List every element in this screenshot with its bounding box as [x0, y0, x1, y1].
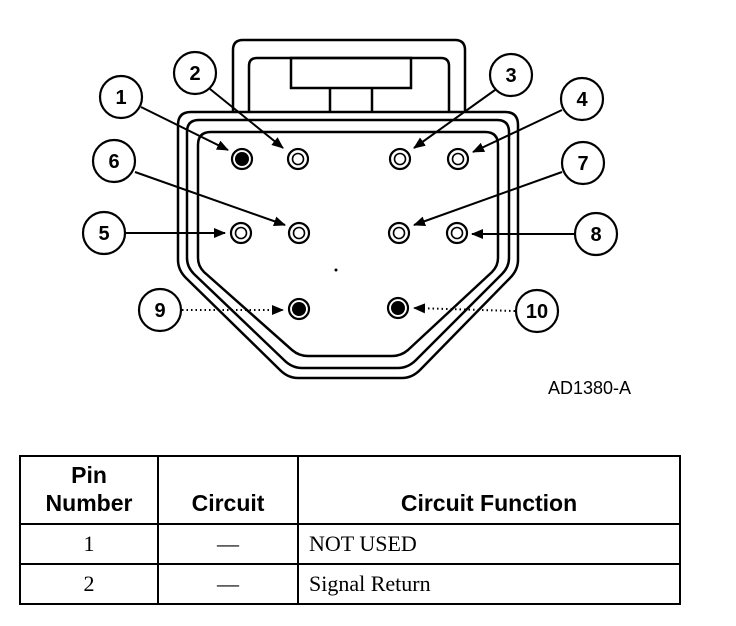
pin-cavity: [287, 297, 311, 321]
pin-cavity: [286, 147, 310, 171]
pin-callout-number: 6: [108, 151, 119, 173]
pin-callout: 10: [514, 288, 560, 334]
cell-pin: 1: [19, 523, 159, 565]
pin-callouts: 1 2 3 4 5 6 7 8 9 10: [81, 50, 619, 334]
pin-cavity: [230, 147, 254, 171]
figure-id: AD1380-A: [548, 378, 632, 398]
pin-callout-number: 5: [98, 223, 109, 245]
callout-arrow: [413, 171, 563, 226]
callout-arrow: [134, 171, 286, 227]
pin-table: Pin Number Circuit Circuit Function 1 — …: [19, 455, 681, 605]
connector-diagram: 1 2 3 4 5 6 7 8 9 10: [81, 38, 619, 380]
pin-cavities: [229, 147, 470, 321]
pin-cavity: [229, 221, 253, 245]
header-circuit: Circuit: [157, 455, 299, 525]
pin-callout-number: 2: [189, 63, 200, 85]
pin-callout: 3: [488, 52, 534, 98]
pin-callout: 6: [91, 138, 137, 184]
callout-arrow: [472, 109, 563, 153]
housing-outer-outline: [176, 110, 520, 380]
pin-callout: 4: [559, 76, 605, 122]
callout-arrow: [209, 88, 284, 149]
pin-callout-number: 8: [590, 224, 601, 246]
pin-callout-number: 10: [526, 301, 548, 323]
pin-callout: 2: [172, 50, 218, 96]
header-circuit-function: Circuit Function: [297, 455, 681, 525]
pin-cavity: [388, 147, 412, 171]
pin-cavity: [446, 147, 470, 171]
pin-callout-number: 4: [576, 89, 588, 111]
pin-callout: 8: [573, 211, 619, 257]
callout-arrow: [140, 106, 229, 151]
callout-arrows: [126, 88, 574, 315]
connector-latch: [231, 38, 467, 112]
pin-callout: 1: [98, 74, 144, 120]
pin-callout-number: 1: [115, 87, 126, 109]
cell-circuit: —: [157, 563, 299, 605]
pin-cavity: [387, 221, 411, 245]
connector-housing: [176, 110, 520, 380]
housing-inner-outline: [196, 130, 500, 358]
pin-callout: 7: [560, 140, 606, 186]
callout-arrow: [413, 89, 496, 149]
pin-callout-number: 9: [154, 300, 165, 322]
pin-cavity: [386, 296, 410, 320]
table-row: 1 — NOT USED: [19, 523, 681, 565]
housing-middle-outline: [185, 118, 511, 370]
housing-center-mark: [334, 268, 338, 272]
pin-cavity: [287, 221, 311, 245]
pin-callout: 5: [81, 210, 127, 256]
cell-pin: 2: [19, 563, 159, 605]
cell-function: NOT USED: [297, 523, 681, 565]
pin-cavity: [445, 221, 469, 245]
cell-function: Signal Return: [297, 563, 681, 605]
callout-arrow: [413, 303, 516, 314]
pin-callout-number: 7: [577, 153, 588, 175]
header-pin-number: Pin Number: [19, 455, 159, 525]
cell-circuit: —: [157, 523, 299, 565]
pin-callout: 9: [137, 287, 183, 333]
table-row: 2 — Signal Return: [19, 563, 681, 605]
table-header-row: Pin Number Circuit Circuit Function: [19, 455, 681, 525]
pin-callout-number: 3: [505, 65, 516, 87]
